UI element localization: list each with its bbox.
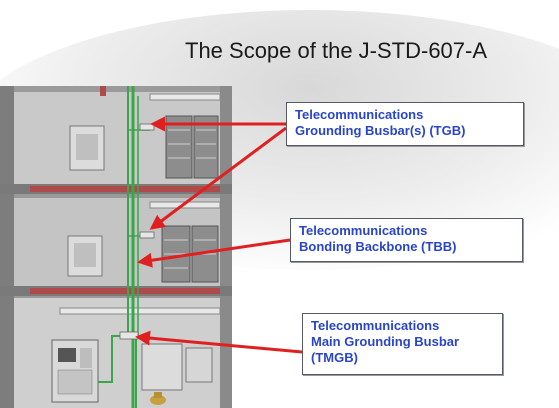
arrow-to-tmgb <box>135 330 303 354</box>
callout-line: Telecommunications <box>311 318 440 333</box>
slide-title: The Scope of the J-STD-607-A <box>185 38 488 63</box>
callout-tgb: Telecommunications Grounding Busbar(s) (… <box>286 102 524 146</box>
callout-line: Grounding Busbar(s) (TGB) <box>295 123 466 138</box>
callout-line: Telecommunications <box>295 107 424 122</box>
floor-slab <box>0 184 232 194</box>
callout-tbb: Telecommunications Bonding Backbone (TBB… <box>290 218 523 262</box>
arrow-to-tgb-lower <box>149 126 287 230</box>
building-illustration <box>0 86 232 408</box>
callout-tmgb: Telecommunications Main Grounding Busbar… <box>302 313 503 375</box>
callout-line: Main Grounding Busbar <box>311 334 460 349</box>
callout-line: Telecommunications <box>299 223 428 238</box>
callout-line: (TMGB) <box>311 350 358 365</box>
equipment-rack <box>165 115 219 179</box>
callout-line: Bonding Backbone (TBB) <box>299 239 457 254</box>
arrow-to-tbb <box>137 238 291 268</box>
electrical-panel <box>51 339 99 403</box>
floor-slab <box>0 286 232 296</box>
tgb-busbar <box>139 231 155 239</box>
